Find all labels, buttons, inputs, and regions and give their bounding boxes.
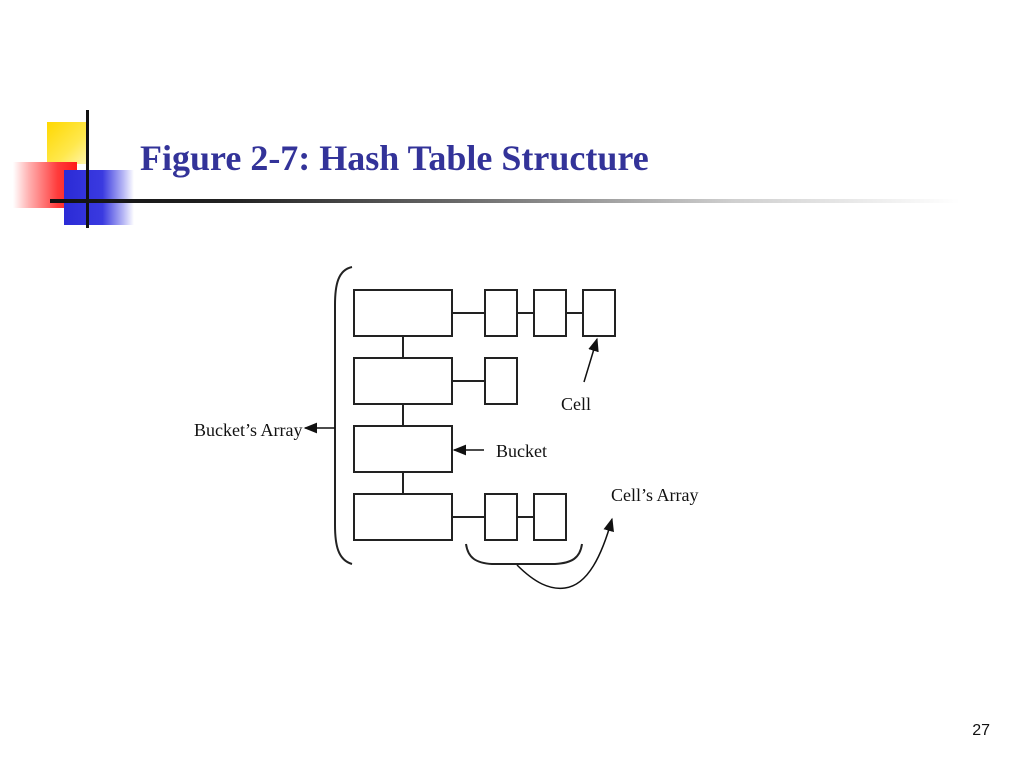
bucket-2	[353, 357, 453, 405]
cell-4-1	[484, 493, 518, 541]
buckets-array-label: Bucket’s Array	[194, 420, 302, 440]
bucket-structure	[353, 289, 616, 541]
cell-arrow	[583, 337, 599, 383]
buckets-array-brace	[334, 266, 353, 565]
cell-1-1	[484, 289, 518, 337]
title-underline	[50, 199, 960, 203]
bucket-4	[353, 493, 453, 541]
decor-vertical-line	[86, 110, 89, 228]
cell-2-1	[484, 357, 518, 405]
cell-1-2	[533, 289, 567, 337]
cell-4-2	[533, 493, 567, 541]
cells-array-brace	[465, 543, 583, 565]
slide-title: Figure 2-7: Hash Table Structure	[140, 138, 649, 178]
cells-array-label: Cell’s Array	[611, 485, 699, 505]
bucket-3	[353, 425, 453, 473]
bucket-label: Bucket	[496, 441, 547, 461]
cell-label: Cell	[561, 394, 591, 414]
cell-1-3	[582, 289, 616, 337]
cells-array-arrow	[516, 517, 614, 590]
bucket-1	[353, 289, 453, 337]
decor-yellow-square	[47, 122, 89, 164]
page-number: 27	[972, 722, 990, 739]
decor-blue-square	[64, 170, 134, 225]
